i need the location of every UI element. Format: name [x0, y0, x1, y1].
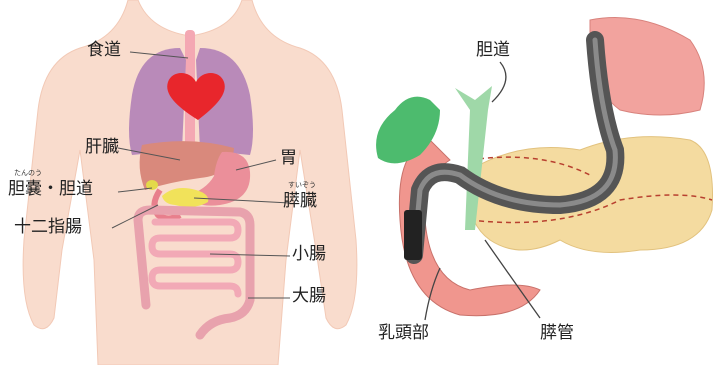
right-endoscope-diagram [376, 18, 712, 321]
label-stomach: 胃 [280, 150, 297, 167]
label-pancreatic-duct: 膵管 [540, 325, 574, 342]
endoscope-tip [404, 210, 422, 260]
label-papilla: 乳頭部 [378, 325, 429, 342]
label-gallbladder-bileduct: 胆嚢・胆道 [8, 181, 93, 198]
label-bile-duct: 胆道 [476, 42, 510, 59]
reading-gallbladder: たんのう [14, 170, 42, 177]
label-esophagus: 食道 [87, 42, 121, 59]
label-small-intestine: 小腸 [292, 246, 326, 263]
reading-pancreas: すいぞう [288, 182, 316, 189]
label-duodenum: 十二指腸 [14, 219, 82, 236]
label-pancreas: 膵臓 [283, 193, 317, 210]
label-large-intestine: 大腸 [292, 288, 326, 305]
label-liver: 肝臓 [85, 139, 119, 156]
